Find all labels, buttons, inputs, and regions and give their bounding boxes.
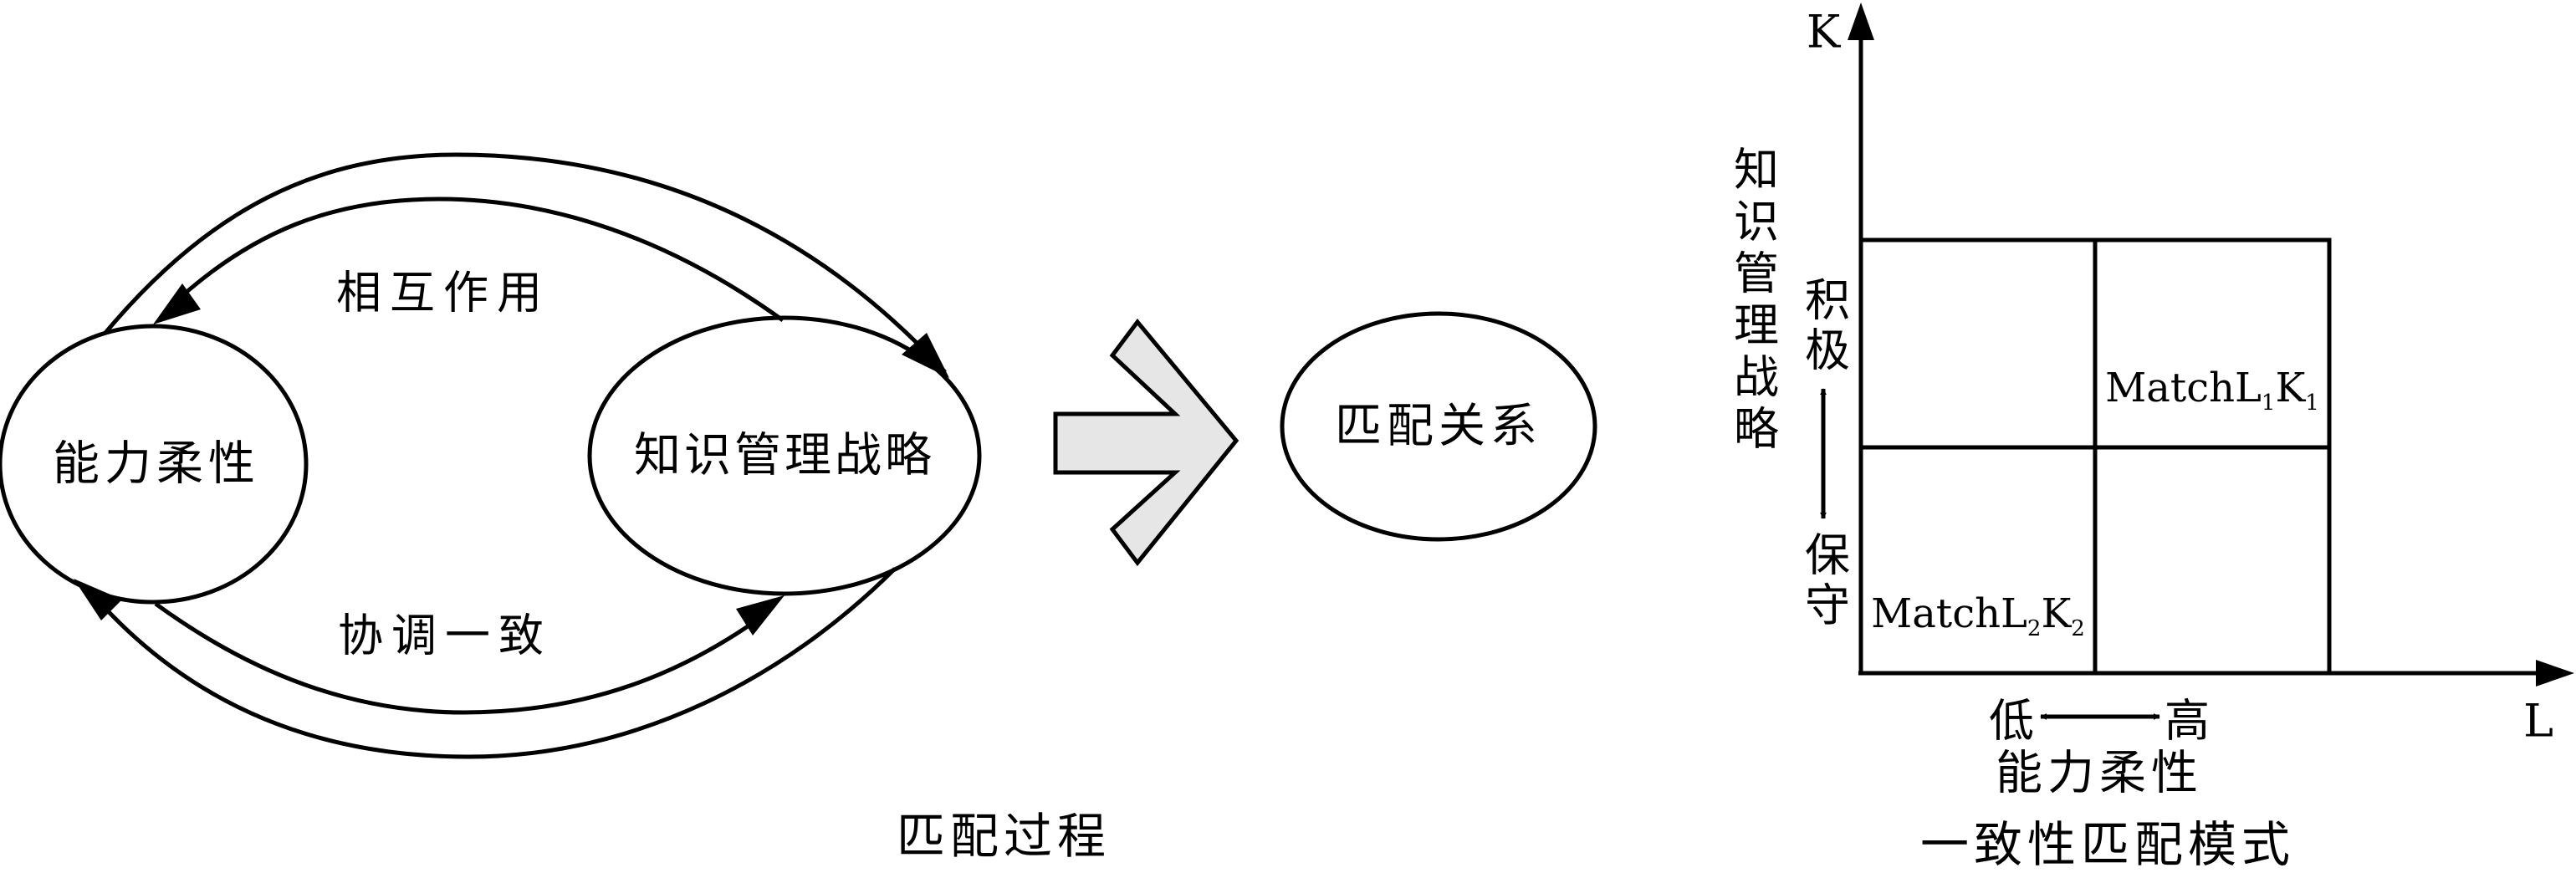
x-axis-label: L: [2523, 695, 2553, 748]
arc-bottom-inner: [154, 601, 754, 715]
arrowhead-top-right: [902, 333, 949, 378]
cell-label-match-l2k2: MatchL2K2: [1871, 590, 2085, 641]
y-low-label: 保守: [1797, 531, 1850, 631]
chevron-arrow-icon: [1053, 318, 1239, 567]
x-axis-title: 能力柔性: [1996, 747, 2203, 801]
arrowhead-bottom-left: [74, 579, 122, 620]
y-axis-arrowhead: [1848, 3, 1874, 40]
arrowhead-top-left: [153, 283, 201, 324]
node-capability-flexibility: [0, 324, 309, 605]
matching-process: 能力柔性 知识管理战略 相互作用 协调一致 匹配关系 匹配过程: [0, 152, 1597, 865]
arc-top-outer: [104, 152, 947, 374]
y-axis-label: K: [1807, 6, 1842, 59]
label-match-relation: 匹配关系: [1335, 400, 1542, 454]
node-km-strategy: [587, 315, 982, 596]
label-coordination: 协调一致: [338, 610, 552, 662]
x-high-label: 高: [2165, 695, 2210, 748]
arc-top-inner: [166, 197, 785, 323]
y-high-label: 积极: [1797, 276, 1850, 376]
label-capability-flexibility: 能力柔性: [53, 437, 260, 492]
caption-consistency-matching: 一致性匹配模式: [1920, 816, 2295, 873]
y-axis-title: 知识管理战略: [1726, 146, 1779, 457]
x-low-label: 低: [1989, 695, 2034, 748]
arrowhead-bottom-right: [736, 595, 785, 636]
node-match-relation: [1280, 311, 1597, 542]
consistency-matrix: K L MatchL1K1 MatchL2K2 知识管理战略 积极 保守 低 高…: [1726, 3, 2574, 873]
cell-label-match-l1k1: MatchL1K1: [2105, 365, 2319, 416]
x-axis-arrowhead: [2536, 660, 2574, 687]
arc-bottom-outer: [90, 567, 897, 759]
caption-matching-process: 匹配过程: [897, 808, 1111, 865]
label-interaction: 相互作用: [336, 267, 550, 319]
label-km-strategy: 知识管理战略: [634, 429, 935, 483]
